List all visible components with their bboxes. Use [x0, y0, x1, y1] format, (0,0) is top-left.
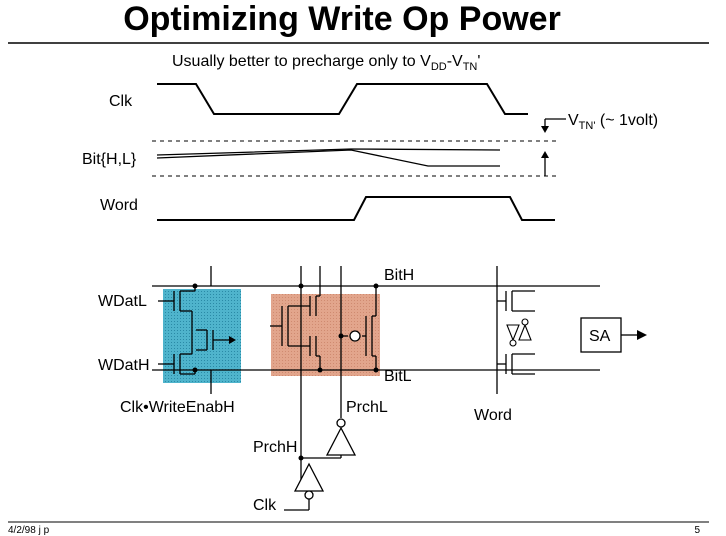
vtn-v: V — [568, 112, 579, 129]
vtn-marker — [541, 118, 566, 176]
vtn-sub: TN' — [579, 120, 596, 132]
pmos-bubble — [349, 330, 361, 342]
bitl-label: BitL — [384, 368, 412, 385]
subtitle: Usually better to precharge only to VDD-… — [172, 53, 480, 73]
clk-waveform — [157, 83, 528, 115]
prchl-inverter — [325, 426, 357, 456]
write-driver-transistors — [158, 266, 230, 394]
bith-label: BitH — [384, 267, 414, 284]
clk-input-label: Clk — [253, 497, 277, 514]
vtn-rest: (~ 1volt) — [595, 112, 658, 129]
bit-waveform-label: Bit{H,L} — [82, 151, 137, 168]
precharge-region — [271, 294, 380, 376]
wdatl-label: WDatL — [98, 293, 147, 310]
word-waveform-label: Word — [100, 197, 138, 214]
word-waveform — [157, 196, 555, 221]
precharge-transistors — [270, 266, 377, 486]
sram-write-schematic: BitH BitL WDatL WDatH — [98, 266, 647, 514]
junction-dots — [192, 283, 379, 461]
footer-page: 5 — [694, 525, 700, 536]
ground-arrow — [229, 336, 236, 344]
footer-date: 4/2/98 j p — [8, 525, 50, 536]
word-schematic-label: Word — [474, 407, 512, 424]
vtn-annotation: VTN' (~ 1volt) — [568, 112, 658, 132]
bit-low-waveform — [156, 149, 500, 167]
slide-title: Optimizing Write Op Power — [123, 0, 561, 38]
prchl-label: PrchL — [346, 399, 388, 416]
timing-waveforms: Clk Bit{H,L} Word VTN' (~ 1volt) — [82, 83, 658, 221]
prchh-label: PrchH — [253, 439, 297, 456]
cross-coupled-latch — [506, 318, 532, 347]
sa-output-arrow — [637, 330, 647, 340]
wdath-label: WDatH — [98, 357, 150, 374]
subtitle-mid: -V — [447, 53, 463, 70]
sense-amp-label: SA — [589, 328, 611, 345]
write-driver-region — [163, 289, 241, 383]
prchl-inverter-bubble — [336, 418, 346, 428]
clk-write-enable-label: Clk•WriteEnabH — [120, 399, 235, 416]
subtitle-suffix: ' — [477, 53, 480, 70]
subtitle-prefix: Usually better to precharge only to V — [172, 53, 431, 70]
subtitle-dd-sub: DD — [431, 61, 447, 73]
prchh-inverter — [293, 462, 325, 492]
bit-high-waveform — [156, 148, 501, 156]
column-select-transistors — [496, 266, 535, 394]
prchh-inverter-bubble — [304, 490, 314, 500]
subtitle-tn-sub: TN — [463, 61, 478, 73]
clk-waveform-label: Clk — [109, 93, 133, 110]
